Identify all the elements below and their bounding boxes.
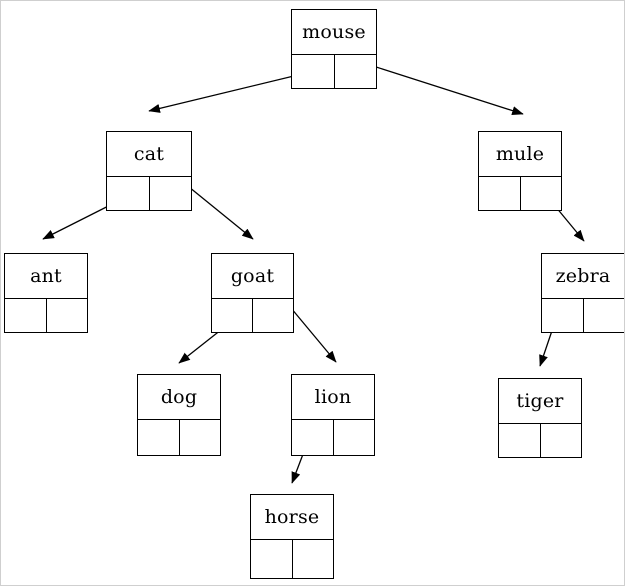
- tree-node-left-pointer-cell[interactable]: [138, 420, 180, 455]
- tree-node-left-pointer-cell[interactable]: [479, 177, 521, 210]
- tree-node-label: horse: [251, 495, 333, 540]
- tree-node-lion[interactable]: lion: [291, 374, 375, 456]
- tree-node-label: ant: [5, 254, 87, 299]
- tree-node-left-pointer-cell[interactable]: [292, 55, 335, 88]
- tree-node-label: tiger: [499, 379, 581, 424]
- tree-node-label: cat: [107, 132, 191, 177]
- tree-node-pointer-cells: [292, 420, 374, 455]
- tree-node-right-pointer-cell[interactable]: [180, 420, 221, 455]
- tree-node-right-pointer-cell[interactable]: [335, 55, 377, 88]
- tree-node-cat[interactable]: cat: [106, 131, 192, 211]
- tree-node-right-pointer-cell[interactable]: [293, 540, 334, 578]
- tree-node-label: lion: [292, 375, 374, 420]
- tree-node-pointer-cells: [212, 299, 293, 332]
- tree-edge-cat-to-goat: [188, 186, 254, 240]
- tree-node-pointer-cells: [107, 177, 191, 210]
- tree-node-dog[interactable]: dog: [137, 374, 221, 456]
- tree-node-label: mule: [479, 132, 561, 177]
- tree-node-left-pointer-cell[interactable]: [5, 299, 47, 332]
- tree-node-mule[interactable]: mule: [478, 131, 562, 211]
- tree-node-left-pointer-cell[interactable]: [542, 299, 584, 332]
- tree-node-left-pointer-cell[interactable]: [212, 299, 253, 332]
- tree-node-right-pointer-cell[interactable]: [150, 177, 192, 210]
- tree-node-pointer-cells: [138, 420, 220, 455]
- tree-node-right-pointer-cell[interactable]: [47, 299, 88, 332]
- tree-edge-mouse-to-mule: [372, 65, 524, 116]
- tree-node-right-pointer-cell[interactable]: [541, 424, 582, 457]
- tree-node-pointer-cells: [292, 55, 376, 88]
- tree-node-pointer-cells: [251, 540, 333, 578]
- tree-node-label: dog: [138, 375, 220, 420]
- tree-node-tiger[interactable]: tiger: [498, 378, 582, 458]
- tree-node-left-pointer-cell[interactable]: [499, 424, 541, 457]
- tree-node-label: goat: [212, 254, 293, 299]
- tree-node-goat[interactable]: goat: [211, 253, 294, 333]
- tree-node-right-pointer-cell[interactable]: [334, 420, 375, 455]
- tree-node-pointer-cells: [499, 424, 581, 457]
- tree-node-left-pointer-cell[interactable]: [292, 420, 334, 455]
- tree-node-mouse[interactable]: mouse: [291, 9, 377, 89]
- tree-node-pointer-cells: [479, 177, 561, 210]
- tree-node-right-pointer-cell[interactable]: [253, 299, 293, 332]
- tree-node-pointer-cells: [542, 299, 624, 332]
- tree-node-horse[interactable]: horse: [250, 494, 334, 579]
- tree-node-right-pointer-cell[interactable]: [521, 177, 562, 210]
- tree-node-left-pointer-cell[interactable]: [107, 177, 150, 210]
- tree-node-left-pointer-cell[interactable]: [251, 540, 293, 578]
- tree-node-pointer-cells: [5, 299, 87, 332]
- tree-node-label: mouse: [292, 10, 376, 55]
- tree-node-zebra[interactable]: zebra: [541, 253, 624, 333]
- tree-node-right-pointer-cell[interactable]: [584, 299, 625, 332]
- tree-node-label: zebra: [542, 254, 624, 299]
- tree-edge-goat-to-lion: [290, 307, 337, 363]
- tree-node-ant[interactable]: ant: [4, 253, 88, 333]
